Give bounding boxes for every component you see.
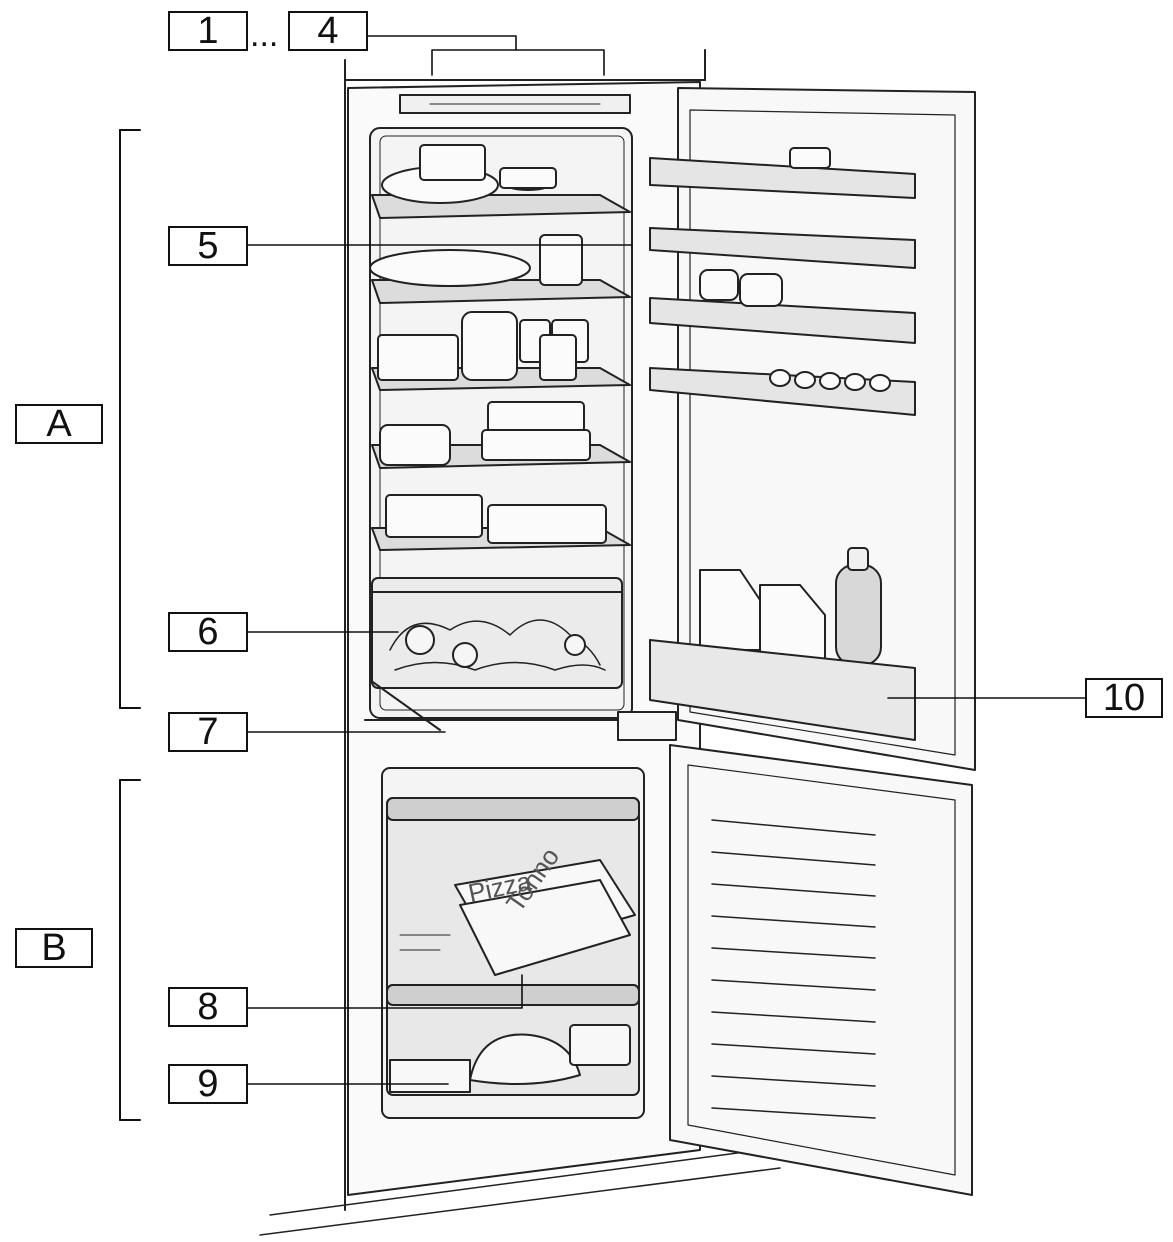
label-8: 8: [168, 987, 248, 1027]
cabinet-niche: [259, 49, 781, 1236]
label-6: 6: [168, 612, 248, 652]
label-ellipsis: ...: [250, 16, 279, 54]
label-b: B: [15, 928, 93, 968]
freezer-drawer-lower: [386, 984, 640, 1096]
vegetable-drawer: [371, 577, 623, 689]
label-10: 10: [1085, 678, 1163, 718]
label-4: 4: [288, 11, 368, 51]
label-7: 7: [168, 712, 248, 752]
label-5: 5: [168, 226, 248, 266]
bracket-a: [119, 129, 141, 709]
bracket-b: [119, 779, 141, 1121]
freezer-door: [669, 744, 973, 1196]
label-a: A: [15, 404, 103, 444]
leader-lines: [247, 35, 1086, 1085]
bottle-rack: [649, 547, 916, 741]
freezer-drawer-upper: [386, 797, 640, 999]
door-shelf-items: [699, 147, 891, 392]
shelf-food: [369, 144, 607, 544]
label-9: 9: [168, 1064, 248, 1104]
label-1: 1: [168, 11, 248, 51]
freezer-door-ridges: [711, 819, 876, 1119]
compartment-divider: [364, 679, 677, 741]
